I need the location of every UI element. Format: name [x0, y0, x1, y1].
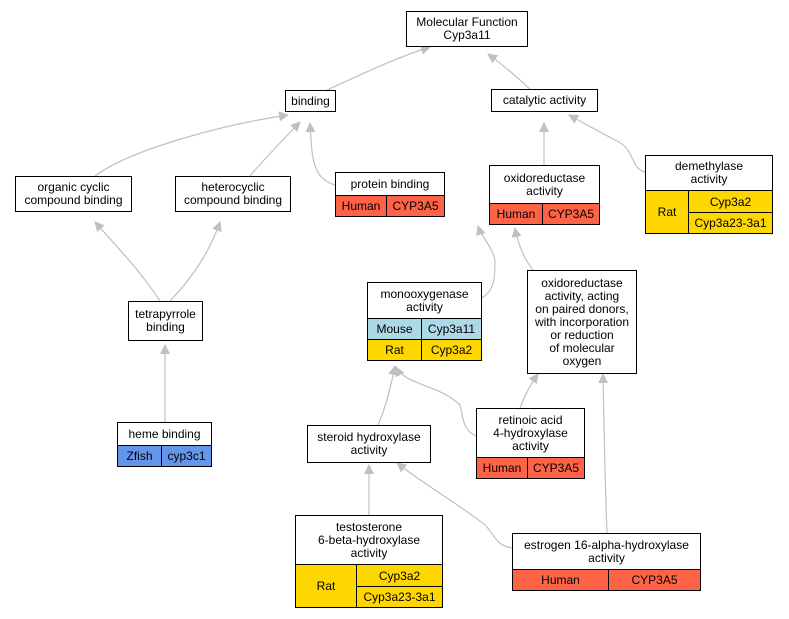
species-cell: Human — [477, 458, 527, 478]
gene-cell: CYP3A5 — [527, 458, 584, 478]
node-binding[interactable]: binding — [285, 90, 336, 112]
edge-retinoic-to-mono — [395, 366, 477, 437]
species-cell: Mouse — [368, 319, 421, 339]
node-title: oxidoreductase activity — [503, 170, 586, 198]
node-title: organic cyclic compound binding — [24, 180, 123, 207]
node-protein-binding[interactable]: protein binding Human CYP3A5 — [335, 172, 445, 217]
gene-cell: CYP3A5 — [608, 570, 700, 590]
edge-catalytic-to-mf — [487, 53, 531, 90]
edge-oxpd-to-oxred — [511, 227, 534, 271]
gene-cell: Cyp3a23-3a1 — [357, 586, 442, 607]
node-title: estrogen 16-alpha-hydroxylase activity — [524, 537, 689, 565]
node-steroid-hydroxylase-activity[interactable]: steroid hydroxylase activity — [307, 425, 431, 463]
node-heterocyclic-compound-binding[interactable]: heterocyclic compound binding — [175, 176, 291, 212]
node-title: catalytic activity — [502, 93, 587, 107]
node-oxidoreductase-activity[interactable]: oxidoreductase activity Human CYP3A5 — [489, 165, 600, 225]
species-cell: Human — [336, 196, 386, 216]
edge-ocb-to-binding — [94, 111, 289, 177]
node-retinoic-acid-4-hydroxylase[interactable]: retinoic acid 4-hydroxylase activity Hum… — [476, 408, 585, 479]
node-title: tetrapyrrole binding — [135, 307, 196, 334]
edge-demeth-to-catalytic — [568, 114, 646, 173]
gene-cell: CYP3A5 — [386, 196, 444, 216]
node-title: retinoic acid 4-hydroxylase activity — [493, 412, 568, 453]
gene-stack: Cyp3a2 Cyp3a23-3a1 — [688, 191, 772, 233]
species-cell: Rat — [368, 340, 421, 360]
species-cell: Rat — [646, 191, 688, 233]
node-title: oxidoreductase activity, acting on paire… — [534, 275, 630, 368]
edge-binding-to-mf — [324, 44, 431, 92]
node-organic-cyclic-compound-binding[interactable]: organic cyclic compound binding — [15, 176, 132, 212]
node-monooxygenase-activity[interactable]: monooxygenase activity Mouse Cyp3a11 Rat… — [367, 282, 482, 361]
gene-cell: Cyp3a2 — [357, 565, 442, 586]
gene-cell: cyp3c1 — [161, 446, 211, 466]
node-title: Molecular Function Cyp3a11 — [416, 15, 518, 42]
species-cell: Zfish — [118, 446, 161, 466]
gene-stack: Cyp3a2 Cyp3a23-3a1 — [356, 565, 442, 607]
edge-hcb-to-binding — [249, 121, 301, 177]
gene-cell: CYP3A5 — [542, 204, 599, 224]
edge-tetra-ocb — [94, 221, 161, 302]
node-title: binding — [291, 93, 330, 108]
node-heme-binding[interactable]: heme binding Zfish cyp3c1 — [117, 422, 212, 467]
node-title: protein binding — [350, 176, 430, 191]
node-title: testosterone 6-beta-hydroxylase activity — [317, 519, 421, 560]
edge-tetra-hcb — [169, 221, 222, 302]
gene-cell: Cyp3a2 — [421, 340, 481, 360]
node-catalytic-activity[interactable]: catalytic activity — [491, 89, 598, 112]
node-title: monooxygenase activity — [380, 286, 469, 314]
edge-steroid-to-mono — [377, 365, 399, 426]
node-oxidoreductase-paired-donors[interactable]: oxidoreductase activity, acting on paire… — [527, 270, 637, 374]
edge-estro-to-oxpd — [598, 373, 609, 534]
gene-cell: Cyp3a11 — [421, 319, 481, 339]
gene-cell: Cyp3a23-3a1 — [689, 212, 772, 233]
node-title: heme binding — [128, 426, 201, 441]
gene-cell: Cyp3a2 — [689, 191, 772, 212]
species-cell: Human — [490, 204, 542, 224]
node-testosterone-6-beta-hydroxylase[interactable]: testosterone 6-beta-hydroxylase activity… — [295, 515, 443, 608]
species-cell: Rat — [296, 565, 356, 607]
edge-pb-to-binding — [305, 122, 336, 186]
edge-estro-to-steroid — [396, 462, 513, 549]
node-tetrapyrrole-binding[interactable]: tetrapyrrole binding — [128, 301, 203, 341]
species-cell: Human — [513, 570, 608, 590]
edge-mono-to-oxred — [476, 225, 496, 299]
node-title: steroid hydroxylase activity — [317, 430, 421, 457]
node-estrogen-16-alpha-hydroxylase[interactable]: estrogen 16-alpha-hydroxylase activity H… — [512, 533, 701, 591]
node-title: demethylase activity — [674, 159, 744, 186]
node-molecular-function[interactable]: Molecular Function Cyp3a11 — [406, 11, 528, 47]
node-demethylase-activity[interactable]: demethylase activity Rat Cyp3a2 Cyp3a23-… — [645, 155, 773, 234]
node-title: heterocyclic compound binding — [183, 180, 283, 207]
edge-retinoic-to-oxpd — [519, 373, 539, 409]
